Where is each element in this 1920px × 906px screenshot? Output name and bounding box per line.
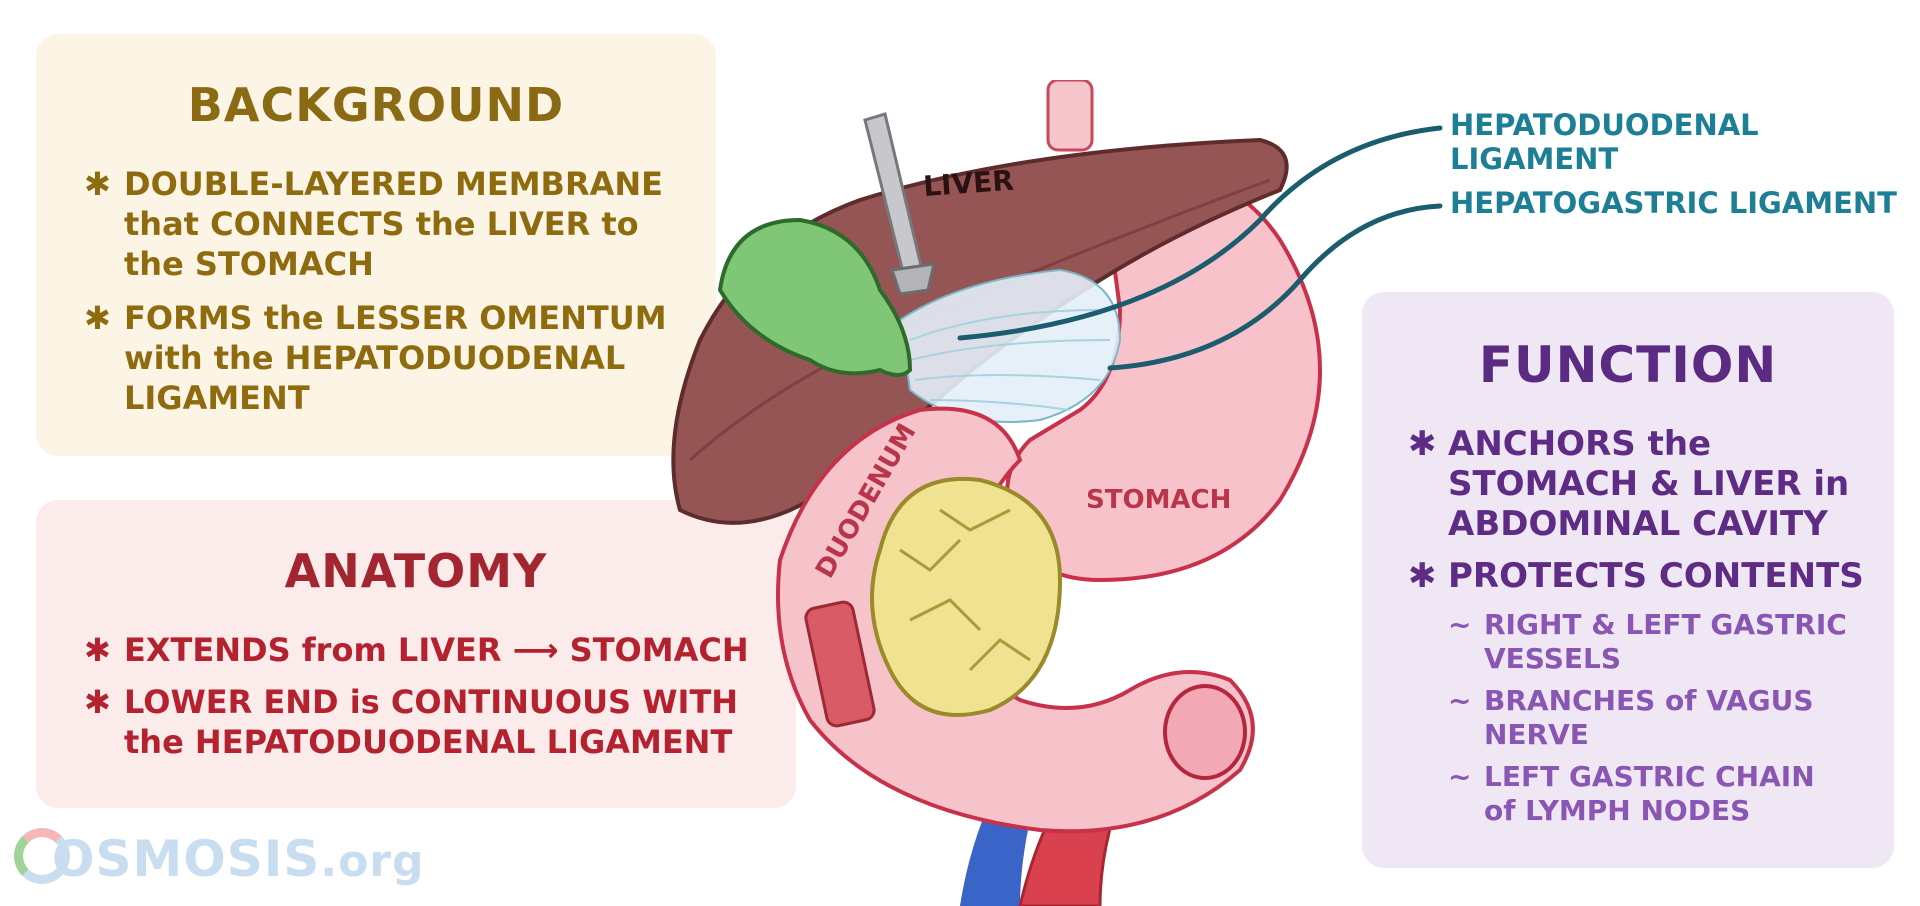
pancreas-shape — [870, 476, 1063, 717]
sub-item-line: BRANCHES of VAGUS — [1484, 684, 1814, 717]
sub-item-line: NERVE — [1484, 718, 1589, 751]
sub-item-line: LEFT GASTRIC CHAIN — [1484, 760, 1815, 793]
bullet-line: STOMACH & LIVER in — [1448, 464, 1850, 504]
anatomy-bullet-1: ✱ EXTENDS from LIVER ⟶ STOMACH — [84, 630, 749, 670]
anatomy-illustration: LIVER DUODENUM STOMACH — [671, 80, 1322, 906]
bullet-asterisk-icon: ✱ — [84, 631, 111, 669]
bullet-line: ANCHORS the — [1448, 424, 1712, 464]
bullet-line: LIGAMENT — [124, 379, 310, 417]
stomach-label: STOMACH — [1086, 485, 1231, 515]
pancreas-texture — [899, 508, 1031, 672]
duodenum-opening-shape — [1163, 684, 1247, 780]
bullet-line: LOWER END is CONTINUOUS WITH — [124, 683, 739, 721]
hepatoduodenal-ligament-callout: HEPATODUODENAL LIGAMENT — [1450, 108, 1759, 176]
function-sub-item-1: ~ RIGHT & LEFT GASTRIC VESSELS — [1448, 608, 1847, 676]
sub-item-line: of LYMPH NODES — [1484, 794, 1751, 827]
bullet-asterisk-icon: ✱ — [84, 165, 111, 203]
bullet-line: EXTENDS from LIVER ⟶ STOMACH — [124, 631, 749, 669]
bullet-asterisk-icon: ✱ — [1408, 556, 1437, 596]
sub-item-line: VESSELS — [1484, 642, 1622, 675]
bullet-asterisk-icon: ✱ — [1408, 424, 1437, 464]
anatomy-heading: ANATOMY — [284, 544, 548, 598]
background-bullet-2: ✱ FORMS the LESSER OMENTUM with the HEPA… — [84, 298, 667, 418]
bullet-line: the HEPATODUODENAL LIGAMENT — [124, 723, 733, 761]
bullet-line: ABDOMINAL CAVITY — [1448, 504, 1828, 544]
gallbladder-shape — [717, 217, 913, 377]
bullet-line: PROTECTS CONTENTS — [1448, 556, 1864, 596]
esophagus-shape — [1046, 80, 1094, 152]
retractor-tip — [890, 262, 936, 296]
function-sub-item-2: ~ BRANCHES of VAGUS NERVE — [1448, 684, 1814, 752]
bullet-line: with the HEPATODUODENAL — [124, 339, 626, 377]
function-panel — [1362, 292, 1894, 868]
osmosis-logo: OSMOSIS.org — [8, 820, 424, 900]
sub-item-line: RIGHT & LEFT GASTRIC — [1484, 608, 1847, 641]
background-heading: BACKGROUND — [187, 78, 565, 132]
logo-name: OSMOSIS — [52, 830, 321, 888]
bullet-line: DOUBLE-LAYERED MEMBRANE — [124, 165, 663, 203]
liver-label: LIVER — [922, 164, 1015, 203]
tilde-icon: ~ — [1448, 608, 1472, 641]
bullet-asterisk-icon: ✱ — [84, 299, 111, 337]
tilde-icon: ~ — [1448, 684, 1472, 717]
anatomy-bullet-2: ✱ LOWER END is CONTINUOUS WITH the HEPAT… — [84, 682, 739, 762]
function-bullet-2: ✱ PROTECTS CONTENTS — [1408, 556, 1864, 596]
duodenum-cut-shape — [804, 600, 876, 728]
hepatogastric-ligament-callout: HEPATOGASTRIC LIGAMENT — [1450, 186, 1897, 220]
logo-suffix: .org — [320, 836, 425, 887]
bullet-line: the STOMACH — [124, 245, 374, 283]
function-sub-item-3: ~ LEFT GASTRIC CHAIN of LYMPH NODES — [1448, 760, 1815, 828]
background-panel — [36, 34, 716, 456]
anatomy-panel — [36, 500, 796, 808]
background-bullet-1: ✱ DOUBLE-LAYERED MEMBRANE that CONNECTS … — [84, 164, 663, 284]
bullet-line: FORMS the LESSER OMENTUM — [124, 299, 667, 337]
bullet-asterisk-icon: ✱ — [84, 683, 111, 721]
tilde-icon: ~ — [1448, 760, 1472, 793]
osmosis-logo-icon — [14, 828, 70, 884]
function-bullet-1: ✱ ANCHORS the STOMACH & LIVER in ABDOMIN… — [1408, 424, 1850, 544]
function-heading: FUNCTION — [1478, 336, 1778, 394]
bullet-line: that CONNECTS the LIVER to — [124, 205, 639, 243]
